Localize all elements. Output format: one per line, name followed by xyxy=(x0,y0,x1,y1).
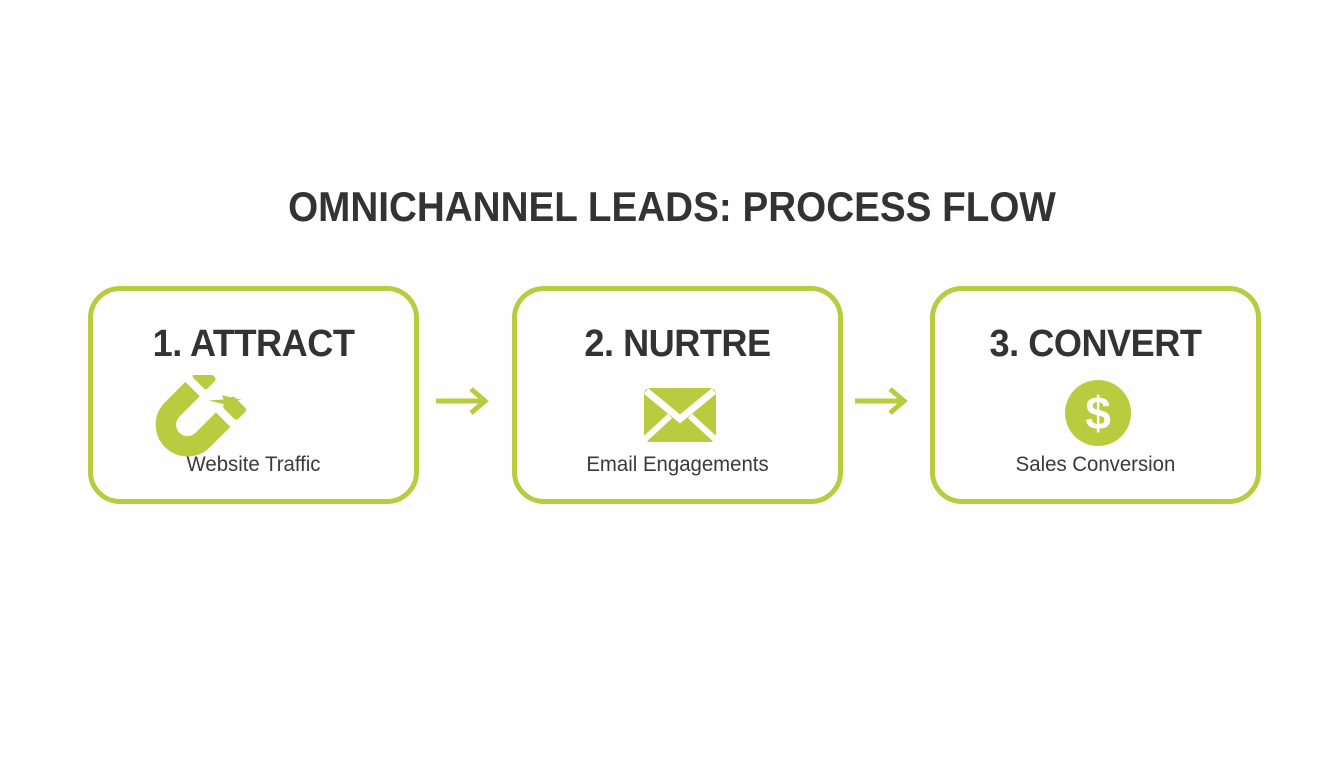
step-label: Email Engagements xyxy=(586,453,769,476)
right-arrow-icon xyxy=(853,386,915,416)
step-box-nurture: 2. NURTRE Email Engagements xyxy=(512,286,843,504)
step-label: Website Traffic xyxy=(186,453,321,476)
dollar-glyph: $ xyxy=(1085,387,1111,439)
page-title: OMNICHANNEL LEADS: PROCESS FLOW xyxy=(288,183,1056,230)
step-box-attract: 1. ATTRACT Website Traffic xyxy=(88,286,419,504)
step-heading: 3. CONVERT xyxy=(989,323,1202,365)
dollar-icon: $ xyxy=(1065,380,1131,446)
right-arrow-icon xyxy=(434,386,496,416)
step-heading: 1. ATTRACT xyxy=(152,323,355,365)
step-heading: 2. NURTRE xyxy=(584,323,771,365)
step-label: Sales Conversion xyxy=(1015,453,1176,476)
envelope-icon xyxy=(641,388,719,443)
step-box-convert: 3. CONVERT $ Sales Conversion xyxy=(930,286,1261,504)
